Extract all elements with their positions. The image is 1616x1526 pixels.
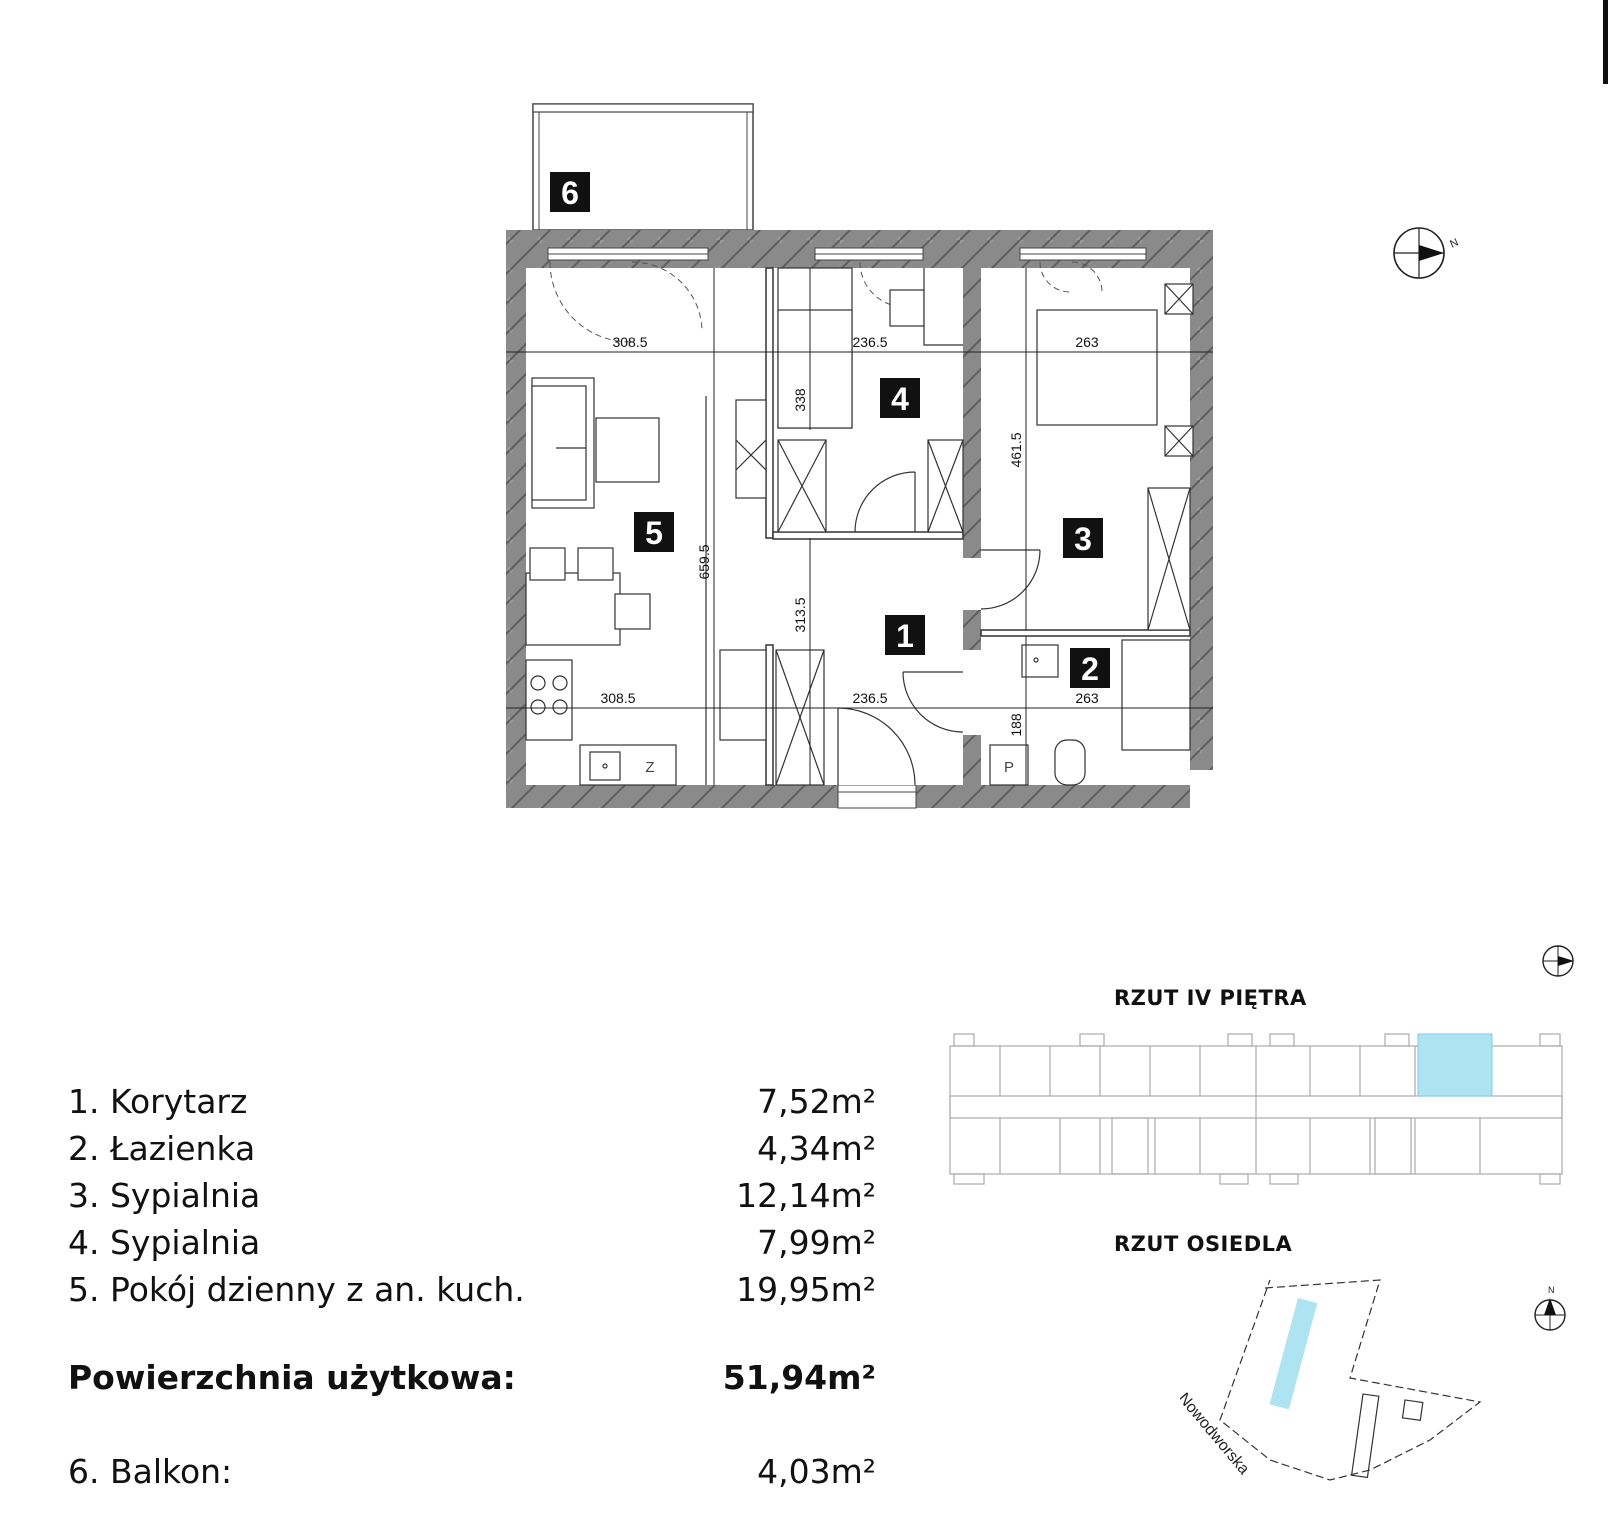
compass-icon: N (1393, 227, 1461, 279)
dim-room3-width: 263 (1075, 334, 1099, 350)
svg-text:6: 6 (561, 175, 579, 211)
dim-living-width-bottom: 308.5 (600, 690, 635, 706)
highlighted-apartment (1417, 1033, 1493, 1097)
dim-bath-height: 188 (1008, 713, 1024, 737)
dim-room4-height: 338 (792, 388, 808, 412)
room-area: 12,14m² (736, 1176, 876, 1215)
room-area: 7,52m² (757, 1082, 876, 1121)
fridge-label: Z (645, 759, 654, 776)
room-tags: 1 2 3 4 5 6 (550, 172, 1110, 688)
dimension-lines (506, 268, 1213, 785)
room-name: 5. Pokój dzienny z an. kuch. (68, 1270, 525, 1309)
room-name: 2. Łazienka (68, 1129, 256, 1168)
floor-plan-title: RZUT IV PIĘTRA (1114, 986, 1307, 1010)
dim-room3-height: 461.5 (1008, 432, 1024, 467)
balcony-area: 4,03m² (757, 1452, 876, 1491)
room-row-4: 4. Sypialnia 7,99m² (68, 1223, 876, 1269)
room-area: 19,95m² (736, 1270, 876, 1309)
dim-living-width-top: 308.5 (612, 334, 647, 350)
estate-plan-title: RZUT OSIEDLA (1114, 1232, 1293, 1256)
apartment-floor-plan: 308.5 236.5 263 308.5 236.5 263 338 461.… (506, 103, 1461, 809)
balcony-row: 6. Balkon: 4,03m² (68, 1452, 876, 1498)
room-row-5: 5. Pokój dzienny z an. kuch. 19,95m² (68, 1270, 876, 1316)
total-area-row: Powierzchnia użytkowa: 51,94m² (68, 1358, 876, 1404)
room-tag-6: 6 (550, 172, 590, 212)
floor-key-plan (949, 1033, 1563, 1185)
street-label: ul. Nowodworska (1180, 1374, 1252, 1478)
dim-living-height: 659.5 (696, 544, 712, 579)
corner-mark (1603, 0, 1608, 84)
total-area-label: Powierzchnia użytkowa: (68, 1358, 516, 1397)
svg-text:4: 4 (891, 381, 909, 417)
room-name: 1. Korytarz (68, 1082, 248, 1121)
interior-doors (837, 471, 1041, 786)
room-row-3: 3. Sypialnia 12,14m² (68, 1176, 876, 1222)
dim-hall-width: 236.5 (852, 690, 887, 706)
svg-text:2: 2 (1081, 651, 1099, 687)
room-tag-1: 1 (885, 615, 925, 655)
room-area: 7,99m² (757, 1223, 876, 1262)
room-name: 3. Sypialnia (68, 1176, 261, 1215)
interior-walls (765, 267, 1191, 786)
bedroom-3-furniture (1036, 283, 1194, 631)
svg-text:N: N (1448, 236, 1460, 250)
room-tag-5: 5 (634, 512, 674, 552)
room-area: 4,34m² (757, 1129, 876, 1168)
highlighted-building (1269, 1298, 1318, 1410)
living-room-furniture (525, 377, 767, 786)
unit-dividers (999, 1046, 1491, 1174)
room-tag-4: 4 (880, 378, 920, 418)
room-name: 4. Sypialnia (68, 1223, 261, 1262)
room-tag-3: 3 (1063, 518, 1103, 558)
dim-room4-width: 236.5 (852, 334, 887, 350)
dim-hall-height: 313.5 (792, 597, 808, 632)
svg-text:N: N (1548, 1285, 1555, 1295)
room-row-1: 1. Korytarz 7,52m² (68, 1082, 876, 1128)
hall-bath-furniture (775, 639, 1191, 786)
washer-label: P (1004, 759, 1014, 776)
dim-bath-width: 263 (1075, 690, 1099, 706)
estate-plan: ul. Nowodworska (1180, 1279, 1482, 1481)
svg-text:5: 5 (645, 515, 663, 551)
svg-text:1: 1 (896, 618, 914, 654)
svg-text:3: 3 (1074, 521, 1092, 557)
room-tag-2: 2 (1070, 648, 1110, 688)
balcony-label: 6. Balkon: (68, 1452, 233, 1491)
floor-compass-icon (1542, 945, 1574, 977)
estate-compass-icon: N (1534, 1285, 1566, 1331)
bedroom-4-furniture (777, 267, 964, 533)
total-area-value: 51,94m² (722, 1358, 876, 1397)
room-row-2: 2. Łazienka 4,34m² (68, 1129, 876, 1175)
